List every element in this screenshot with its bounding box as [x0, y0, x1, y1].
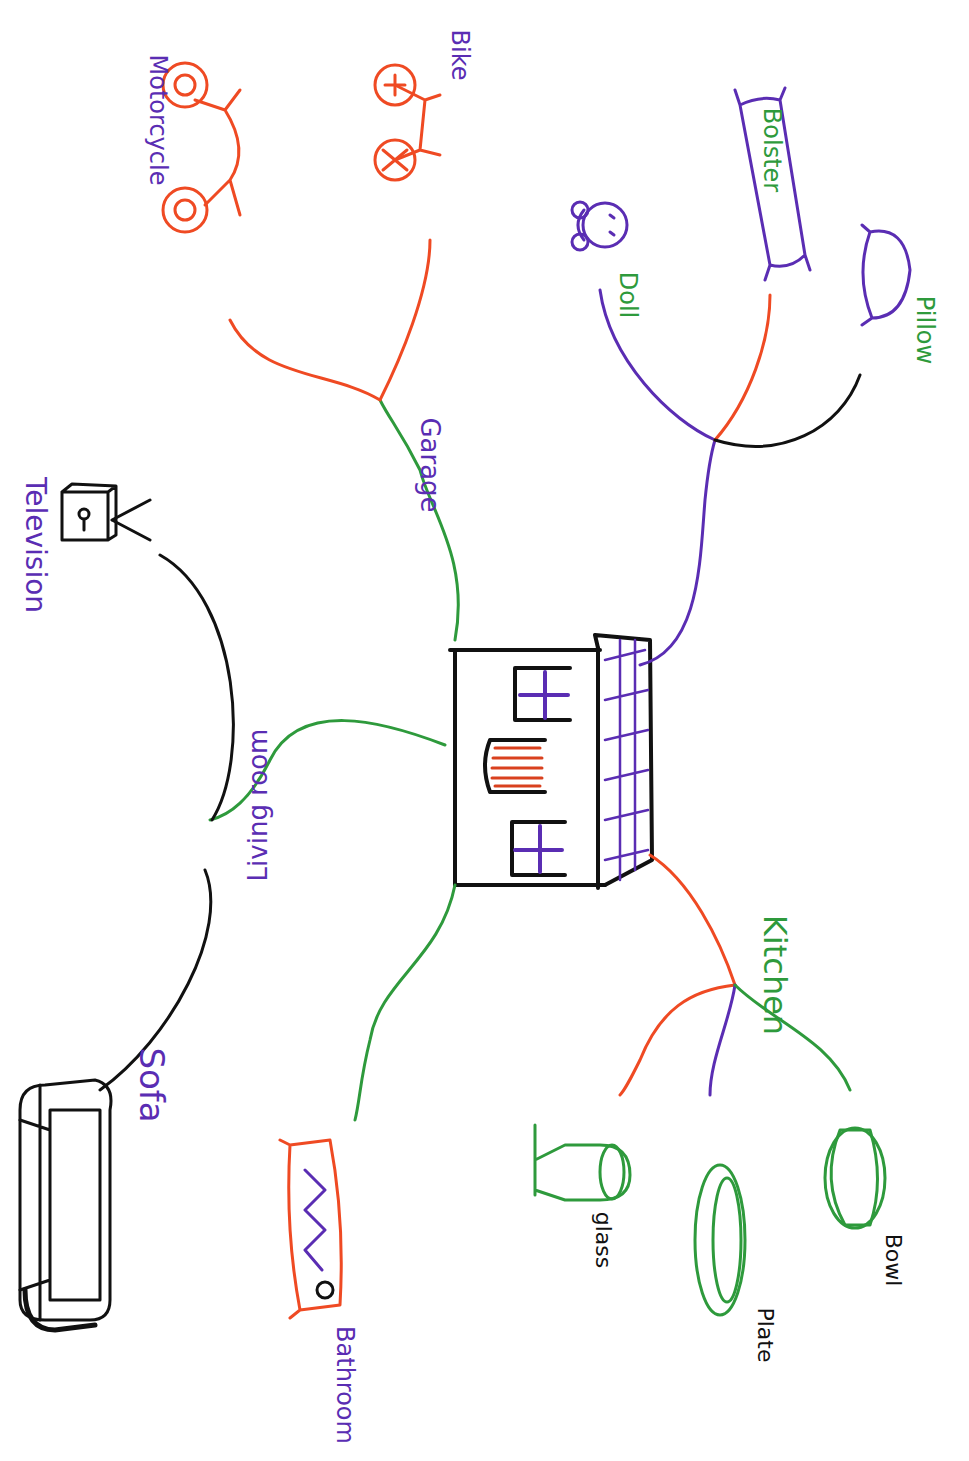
room-branch-label: Kitchen — [759, 915, 791, 1035]
room-branch-label: Living room — [245, 729, 271, 882]
television-drawing — [62, 484, 150, 540]
bolster-drawing — [735, 88, 810, 280]
room-item-label: Bike — [448, 30, 472, 81]
bathtub-drawing — [280, 1140, 341, 1318]
room-branch-label: Garage — [417, 417, 443, 512]
room-item-label: Television — [21, 477, 49, 613]
doll-drawing — [572, 202, 627, 250]
room-item-label: Bathroom — [333, 1326, 357, 1444]
room-item-label: Doll — [616, 272, 640, 319]
sofa-drawing — [20, 1080, 111, 1330]
bike-drawing — [375, 65, 440, 180]
room-item-label: Bolster — [760, 108, 784, 192]
room-item-label: Motorcycle — [146, 55, 170, 186]
glass-drawing — [535, 1125, 630, 1200]
room-item-label: glass — [592, 1212, 614, 1268]
house-drawing — [450, 635, 652, 888]
room-item-label: Pillow — [913, 296, 937, 364]
bowl-drawing — [825, 1128, 885, 1228]
room-item-label: Plate — [754, 1307, 776, 1362]
room-item-label: Bowl — [882, 1234, 904, 1287]
pillow-drawing — [862, 225, 910, 325]
room-item-label: Sofa — [135, 1047, 169, 1122]
plate-drawing — [695, 1165, 745, 1315]
motorcycle-drawing — [163, 63, 240, 232]
